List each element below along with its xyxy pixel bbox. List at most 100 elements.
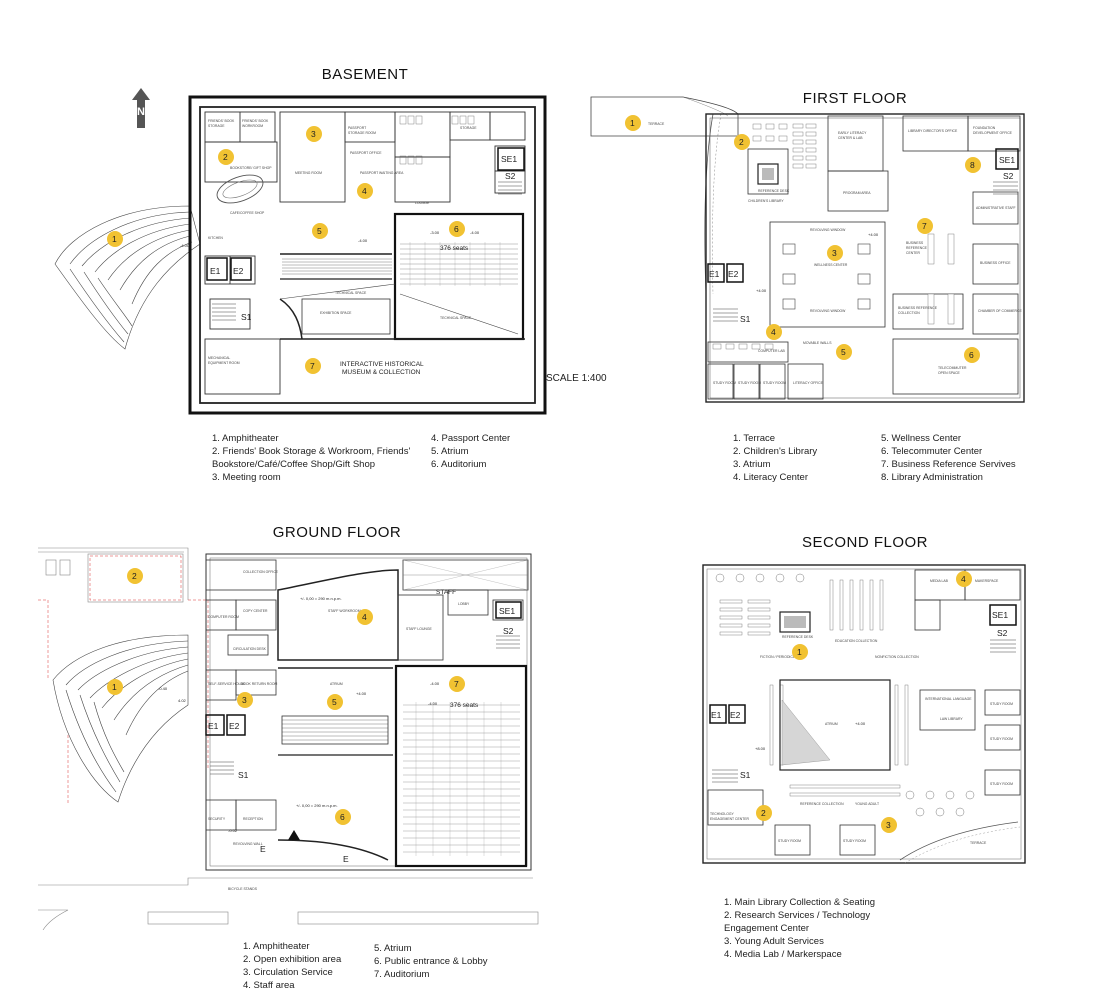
basement-markers: 1 2 3 4 5 6 7 — [107, 126, 465, 374]
svg-text:SELF-SERVICE HOLDS: SELF-SERVICE HOLDS — [208, 682, 246, 686]
basement-legend-2: 2. Friends' Book Storage & Workroom, Fri… — [212, 446, 411, 470]
svg-text:CAFE/COFFEE SHOP: CAFE/COFFEE SHOP — [230, 211, 265, 215]
svg-text:DEVELOPMENT OFFICE: DEVELOPMENT OFFICE — [973, 131, 1013, 135]
svg-text:ATRIUM: ATRIUM — [330, 682, 343, 686]
second-floor-title: SECOND FLOOR — [801, 534, 928, 551]
basement-legend-right: 4. Passport Center 5. Atrium 6. Auditori… — [431, 432, 551, 471]
first-legend-left: 1. Terrace 2. Children's Library 3. Atri… — [733, 432, 873, 484]
svg-text:PASSPORT: PASSPORT — [348, 126, 366, 130]
svg-text:EDUCATION COLLECTION: EDUCATION COLLECTION — [835, 639, 878, 643]
svg-text:MOVABLE WALLS: MOVABLE WALLS — [803, 341, 832, 345]
svg-text:SE1: SE1 — [999, 155, 1015, 165]
svg-text:1: 1 — [630, 118, 635, 128]
north-label: N — [137, 106, 145, 118]
svg-text:EXHIBITION SPACE: EXHIBITION SPACE — [320, 311, 352, 315]
svg-text:5: 5 — [841, 347, 846, 357]
svg-text:PASSPORT OFFICE: PASSPORT OFFICE — [350, 151, 382, 155]
ground-legend-left: 1. Amphitheater 2. Open exhibition area … — [243, 940, 373, 992]
svg-text:LIBRARY DIRECTOR'S OFFICE: LIBRARY DIRECTOR'S OFFICE — [908, 129, 958, 133]
ground-floor-markers: 1 2 3 4 5 6 7 — [107, 568, 465, 825]
first-legend-right: 5. Wellness Center 6. Telecommuter Cente… — [881, 432, 1041, 484]
svg-text:FRIENDS' BOOK: FRIENDS' BOOK — [208, 119, 235, 123]
svg-text:E1: E1 — [210, 266, 221, 276]
svg-text:YOUNG ADULT: YOUNG ADULT — [855, 802, 879, 806]
svg-text:KITCHEN: KITCHEN — [208, 236, 223, 240]
svg-text:FOUNDATION: FOUNDATION — [973, 126, 996, 130]
ground-legend-5: 5. Atrium — [374, 943, 412, 954]
svg-text:STORAGE: STORAGE — [460, 126, 477, 130]
svg-text:STUDY ROOM: STUDY ROOM — [738, 381, 761, 385]
svg-text:RECEPTION: RECEPTION — [243, 817, 263, 821]
svg-text:-4.00: -4.00 — [358, 238, 368, 243]
svg-text:CENTER: CENTER — [906, 251, 920, 255]
svg-text:CHILDREN'S LIBRARY: CHILDREN'S LIBRARY — [748, 199, 784, 203]
north-arrow-icon: N — [128, 88, 154, 128]
svg-text:4.02: 4.02 — [178, 698, 187, 703]
svg-text:FICTION / PERIODICAL: FICTION / PERIODICAL — [760, 655, 797, 659]
ground-legend-1: 1. Amphitheater — [243, 941, 310, 952]
svg-text:COMPUTER ROOM: COMPUTER ROOM — [208, 615, 239, 619]
svg-text:2: 2 — [739, 137, 744, 147]
ground-legend-3: 3. Circulation Service — [243, 967, 333, 978]
svg-text:-0.40: -0.40 — [158, 686, 168, 691]
svg-text:6: 6 — [340, 812, 345, 822]
svg-text:2: 2 — [223, 152, 228, 162]
basement-amphitheater — [54, 205, 201, 350]
svg-text:LOBBY: LOBBY — [458, 602, 470, 606]
svg-text:S2: S2 — [1003, 171, 1014, 181]
svg-text:3: 3 — [242, 695, 247, 705]
first-legend-6: 6. Telecommuter Center — [881, 446, 983, 457]
second-legend-3: 3. Young Adult Services — [724, 936, 824, 947]
svg-text:LITERACY OFFICE: LITERACY OFFICE — [793, 381, 824, 385]
svg-text:REVOLVING WINDOW: REVOLVING WINDOW — [810, 309, 846, 313]
second-floor-markers: 1 2 3 4 — [756, 571, 972, 833]
svg-text:COLLECTION OFFICE: COLLECTION OFFICE — [243, 570, 279, 574]
svg-text:CHAMBER OF COMMERCE: CHAMBER OF COMMERCE — [978, 309, 1022, 313]
svg-text:+8.00: +8.00 — [755, 746, 766, 751]
svg-text:REVOLVING WINDOW: REVOLVING WINDOW — [810, 228, 846, 232]
svg-text:EQUIPMENT ROOM: EQUIPMENT ROOM — [208, 361, 240, 365]
svg-text:CIRCULATION DESK: CIRCULATION DESK — [233, 647, 267, 651]
svg-text:STUDY ROOM: STUDY ROOM — [778, 839, 801, 843]
svg-text:5: 5 — [317, 226, 322, 236]
first-legend-5: 5. Wellness Center — [881, 433, 962, 444]
svg-text:-4.00: -4.00 — [470, 230, 480, 235]
svg-text:+4.00: +4.00 — [855, 721, 866, 726]
svg-text:OPEN SPACE: OPEN SPACE — [938, 371, 961, 375]
svg-text:SE1: SE1 — [992, 610, 1008, 620]
svg-text:WELLNESS CENTER: WELLNESS CENTER — [814, 263, 848, 267]
ground-legend-right: 5. Atrium 6. Public entrance & Lobby 7. … — [374, 942, 514, 981]
svg-text:+/- 0,00 = 290 m.n.p.m.: +/- 0,00 = 290 m.n.p.m. — [300, 596, 342, 601]
svg-text:STUDY ROOM: STUDY ROOM — [763, 381, 786, 385]
svg-text:4: 4 — [362, 186, 367, 196]
svg-text:STAFF LOUNGE: STAFF LOUNGE — [406, 627, 432, 631]
svg-text:WORKROOM: WORKROOM — [242, 124, 263, 128]
svg-text:TECHNICAL SPACE: TECHNICAL SPACE — [335, 291, 367, 295]
basement-legend-3: 3. Meeting room — [212, 472, 281, 483]
svg-text:TERRACE: TERRACE — [970, 841, 987, 845]
svg-text:BOOK RETURN ROOM: BOOK RETURN ROOM — [241, 682, 278, 686]
svg-text:-0.02: -0.02 — [228, 828, 238, 833]
first-terrace-label: TERRACE — [648, 122, 665, 126]
svg-text:-3.00: -3.00 — [430, 230, 440, 235]
svg-text:6: 6 — [454, 224, 459, 234]
svg-text:TECHNOLOGY: TECHNOLOGY — [710, 812, 734, 816]
svg-text:E1: E1 — [709, 269, 720, 279]
svg-text:3: 3 — [886, 820, 891, 830]
svg-text:PASSPORT WAITING AREA: PASSPORT WAITING AREA — [360, 171, 404, 175]
svg-text:1: 1 — [797, 647, 802, 657]
svg-text:COMPUTER LAB: COMPUTER LAB — [758, 349, 785, 353]
ground-seats-label: 376 seats — [450, 702, 479, 709]
svg-text:-4.00: -4.00 — [428, 701, 438, 706]
svg-text:SE1: SE1 — [501, 154, 517, 164]
svg-text:2: 2 — [761, 808, 766, 818]
svg-text:7: 7 — [922, 221, 927, 231]
svg-text:+4.00: +4.00 — [756, 288, 767, 293]
svg-text:ADMINISTRATIVE STAFF: ADMINISTRATIVE STAFF — [976, 206, 1016, 210]
svg-text:S2: S2 — [505, 171, 516, 181]
svg-text:E: E — [260, 844, 266, 854]
svg-text:+4.00: +4.00 — [356, 691, 367, 696]
svg-text:ENGAGEMENT CENTER: ENGAGEMENT CENTER — [710, 817, 749, 821]
svg-text:STUDY ROOM: STUDY ROOM — [990, 737, 1013, 741]
svg-text:MEDIA LAB: MEDIA LAB — [930, 579, 949, 583]
